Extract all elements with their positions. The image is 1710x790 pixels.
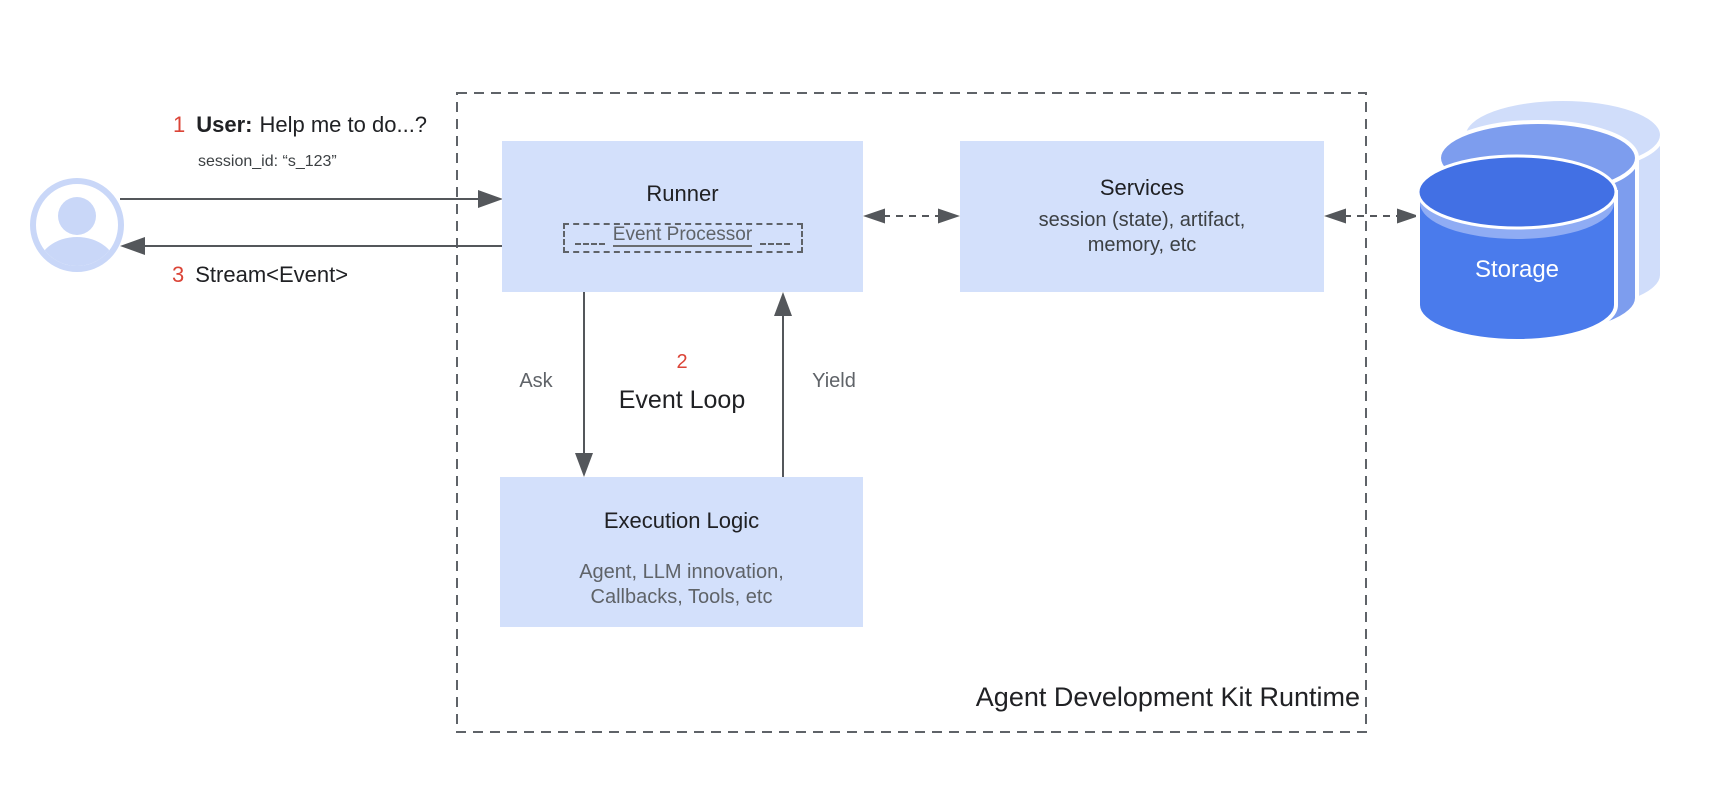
user-request-arrow bbox=[120, 190, 503, 208]
services-box: Services session (state), artifact, memo… bbox=[960, 141, 1324, 292]
step-1-text: Help me to do...? bbox=[259, 112, 428, 137]
event-loop-label: Event Loop bbox=[618, 386, 746, 414]
step-1-user: User: bbox=[196, 112, 253, 137]
ask-arrow bbox=[575, 292, 593, 477]
session-id-label: session_id: “s_123” bbox=[198, 153, 337, 170]
services-title: Services bbox=[1099, 175, 1185, 200]
runner-title: Runner bbox=[646, 180, 719, 206]
database-cylinders-icon bbox=[1416, 97, 1664, 343]
storage-label: Storage bbox=[1474, 256, 1560, 283]
yield-arrow bbox=[774, 292, 792, 477]
event-processor-label: Event Processor bbox=[612, 223, 753, 247]
execution-logic-box: Execution Logic Agent, LLM innovation, C… bbox=[500, 477, 863, 627]
ask-label: Ask bbox=[519, 370, 553, 392]
step-3-number: 3 bbox=[172, 262, 185, 287]
runner-box: Runner Event Processor bbox=[502, 141, 863, 292]
step-1-label: 1 User:Help me to do...? bbox=[173, 112, 427, 138]
runtime-container-border bbox=[456, 92, 1367, 733]
step-3-text: Stream<Event> bbox=[195, 262, 349, 287]
event-loop-number: 2 bbox=[676, 351, 688, 373]
step-1-number: 1 bbox=[173, 112, 186, 137]
services-subtitle-line2: memory, etc bbox=[1087, 234, 1197, 256]
user-avatar-icon bbox=[30, 178, 124, 272]
yield-label: Yield bbox=[812, 370, 856, 392]
event-processor-dash-left bbox=[574, 242, 605, 245]
execution-subtitle-line1: Agent, LLM innovation, bbox=[579, 561, 784, 583]
runner-services-arrow bbox=[863, 208, 960, 224]
stream-response-arrow bbox=[120, 237, 502, 255]
step-3-label: 3 Stream<Event> bbox=[172, 262, 348, 288]
execution-subtitle-line2: Callbacks, Tools, etc bbox=[590, 586, 773, 608]
event-processor-box: Event Processor bbox=[562, 222, 803, 253]
runtime-title: Agent Development Kit Runtime bbox=[975, 682, 1360, 712]
services-storage-arrow bbox=[1324, 208, 1419, 224]
execution-logic-title: Execution Logic bbox=[603, 508, 760, 533]
event-processor-dash-right bbox=[760, 242, 791, 245]
storage-cylinder-front bbox=[1416, 154, 1618, 343]
services-subtitle-line1: session (state), artifact, bbox=[1038, 209, 1246, 231]
